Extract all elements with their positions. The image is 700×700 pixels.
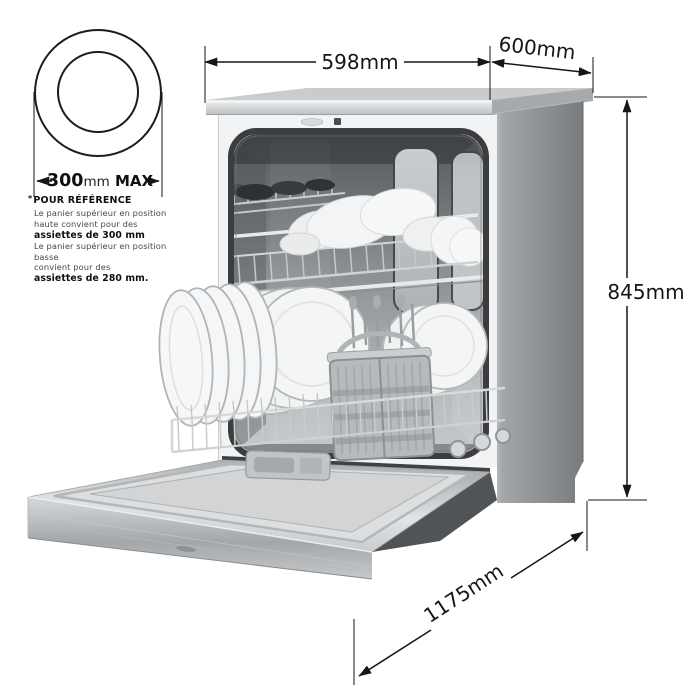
plate-max-qualifier: MAX (110, 172, 154, 190)
plate-max-dimension: 300mm MAX (36, 167, 160, 192)
plate-inner-circle (57, 51, 139, 133)
depth-label: 600mm (497, 32, 576, 65)
door-open (27, 450, 492, 580)
reference-note-line: assiettes de 300 mm (34, 229, 145, 241)
lower-rack (158, 281, 511, 462)
svg-text:300mm MAX: 300mm MAX (47, 171, 154, 191)
door-front-face (28, 497, 372, 579)
plate-capacity-diagram: 300mm MAX (34, 29, 162, 192)
door-handle-detail (176, 546, 196, 552)
plate-max-value: 300 (47, 171, 84, 191)
height-label: 845mm (607, 280, 684, 304)
counter-top (206, 88, 593, 115)
extension-lines (33, 46, 647, 685)
upper-rack (234, 179, 483, 288)
reference-note-line: Le panier supérieur en position (34, 208, 167, 218)
open-depth-label: 1175mm (419, 559, 507, 628)
height-dimension: 845mm (602, 99, 690, 498)
plate-max-unit: mm (83, 174, 109, 190)
reference-note-line: convient pour des (34, 262, 111, 273)
reference-note: *POUR RÉFÉRENCE Le panier supérieur en p… (28, 194, 193, 284)
base-shadow (372, 472, 497, 552)
door-latch-slot (300, 118, 324, 126)
cutlery (350, 302, 416, 349)
open-depth-dimension: 1175mm (358, 531, 584, 677)
reference-note-line: Le panier supérieur en position basse (34, 240, 167, 262)
rack-wheel (473, 433, 491, 451)
detergent-dispenser (245, 450, 331, 481)
reference-note-line: haute convient pour des (34, 218, 138, 229)
side-panel (496, 100, 584, 503)
width-label: 598mm (321, 50, 398, 74)
depth-dimension: 600mm (491, 32, 592, 77)
rack-wheel (449, 440, 467, 458)
reference-note-title: *POUR RÉFÉRENCE (28, 194, 132, 206)
latch-catch (334, 118, 341, 125)
footnote-asterisk: * (28, 194, 33, 203)
plate-outer-circle (34, 29, 162, 157)
rack-wheel (495, 428, 511, 444)
reference-note-line: assiettes de 280 mm. (34, 273, 149, 285)
width-dimension: 598mm (204, 50, 491, 74)
